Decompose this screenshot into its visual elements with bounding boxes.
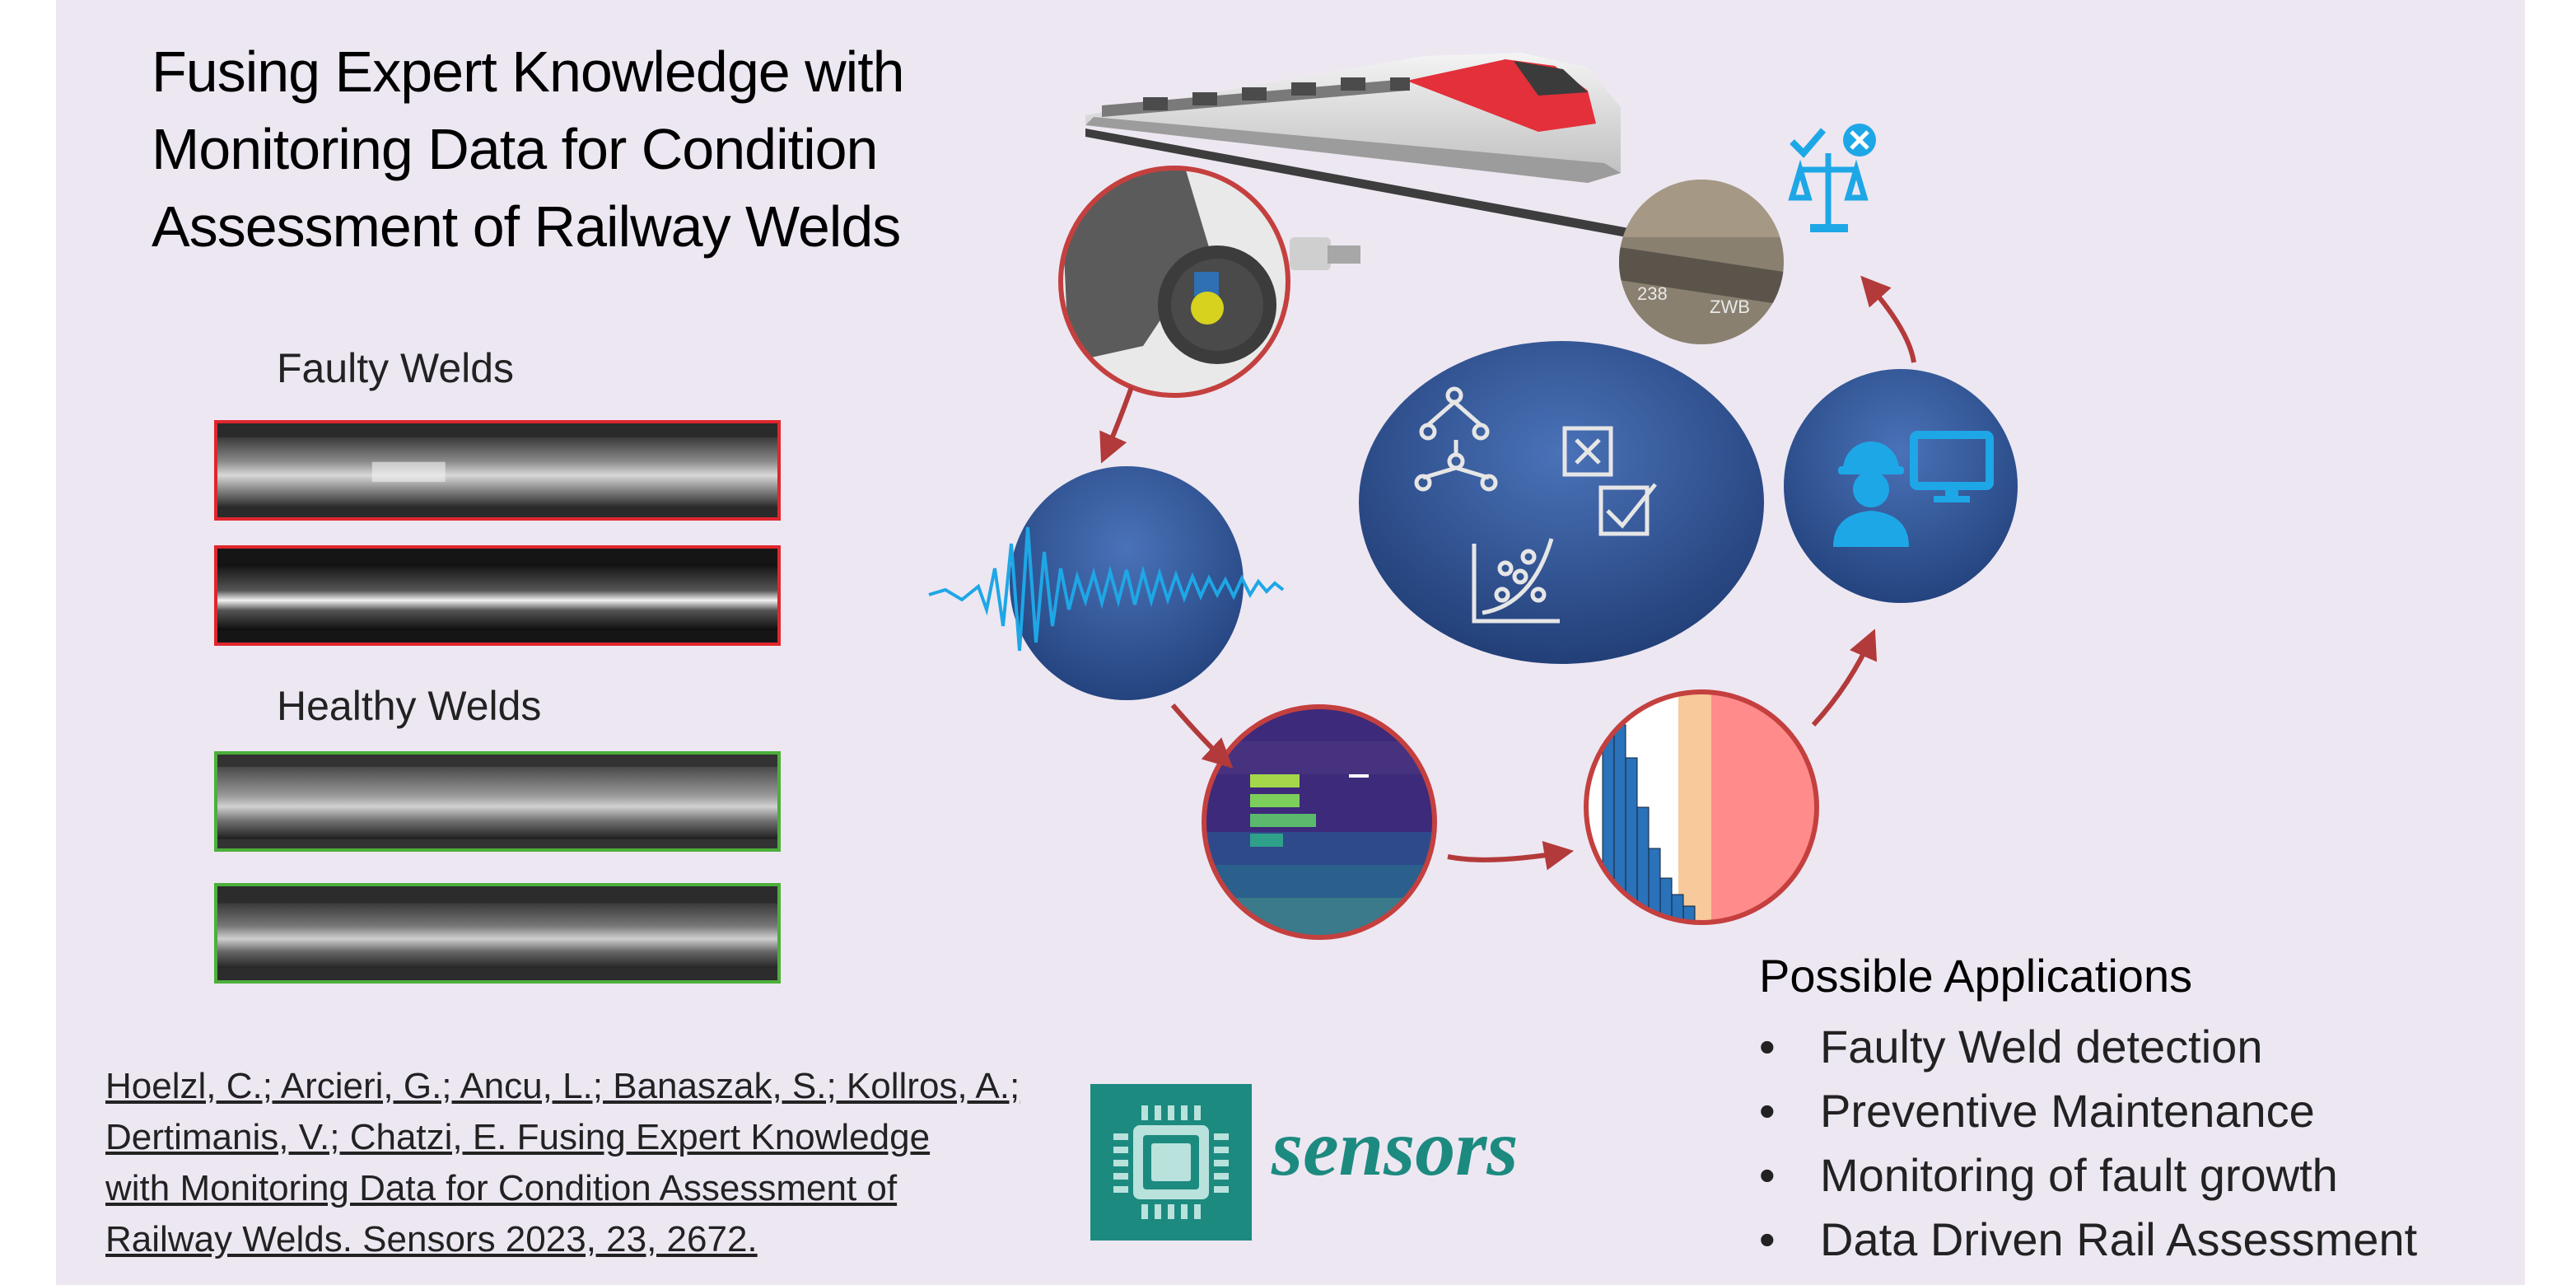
list-item: • Data Driven Rail Assessment [1759, 1208, 2417, 1272]
list-item: • Monitoring of fault growth [1759, 1143, 2417, 1208]
citation-line-4: Railway Welds. Sensors 2023, 23, 2672. [105, 1219, 758, 1259]
balance-scale-icon [1788, 124, 1876, 232]
healthy-welds-label: Healthy Welds [277, 683, 542, 729]
healthy-weld-image-2 [214, 883, 781, 984]
title-line-1: Fusing Expert Knowledge with [152, 40, 905, 104]
citation-line-3: with Monitoring Data for Condition Asses… [105, 1168, 898, 1208]
slide: Fusing Expert Knowledge with Monitoring … [56, 0, 2525, 1285]
scatter-plot-icon [1472, 538, 1560, 624]
bullet-icon: • [1759, 1085, 1776, 1137]
weld-photo-image: 238 ZWB [1619, 180, 1784, 344]
applications-list: • Faulty Weld detection • Preventive Maint… [1759, 1015, 2417, 1272]
spectrogram-image [1202, 704, 1437, 940]
application-text: Monitoring of fault growth [1820, 1149, 2338, 1201]
analysis-methods-ellipse [1359, 341, 1764, 664]
faulty-weld-image-2 [214, 545, 781, 646]
sensors-chip-icon [1090, 1084, 1252, 1241]
list-item: • Faulty Weld detection [1759, 1015, 2417, 1079]
process-arrows [1099, 275, 1916, 871]
histogram-image [1584, 689, 1819, 925]
faulty-weld-image-1 [214, 420, 781, 521]
citation-line-2: Dertimanis, V.; Chatzi, E. Fusing Expert… [105, 1117, 931, 1157]
bullet-icon: • [1759, 1213, 1776, 1265]
signal-waveform-icon [928, 466, 1285, 700]
title-line-3: Assessment of Railway Welds [152, 194, 901, 259]
faulty-welds-label: Faulty Welds [277, 345, 515, 391]
title-line-2: Monitoring Data for Condition [152, 117, 878, 181]
engineer-computer-icon [1784, 369, 2018, 603]
application-text: Preventive Maintenance [1820, 1085, 2315, 1137]
train-image [1085, 53, 1777, 265]
page-title: Fusing Expert Knowledge with Monitoring … [152, 33, 1057, 265]
list-item: • Preventive Maintenance [1759, 1079, 2417, 1143]
sensor-bolt-icon [1290, 237, 1360, 270]
applications-title: Possible Applications [1759, 950, 2193, 1002]
journal-name: sensors [1272, 1104, 1519, 1193]
citation-link[interactable]: Hoelzl, C.; Arcieri, G.; Ancu, L.; Banas… [105, 1061, 1094, 1265]
svg-text:ZWB: ZWB [1710, 297, 1750, 317]
bullet-icon: • [1759, 1021, 1776, 1072]
bullet-icon: • [1759, 1149, 1776, 1201]
process-diagram: 238 ZWB [928, 53, 2018, 940]
checkbox-icon [1562, 426, 1657, 536]
healthy-weld-image-1 [214, 751, 781, 852]
citation-line-1: Hoelzl, C.; Arcieri, G.; Ancu, L.; Banas… [105, 1066, 1020, 1106]
application-text: Data Driven Rail Assessment [1820, 1213, 2418, 1265]
decision-tree-icon [1414, 386, 1498, 492]
sensor-wheel-icon [1058, 166, 1360, 398]
svg-text:238: 238 [1637, 283, 1668, 304]
application-text: Faulty Weld detection [1820, 1021, 2263, 1072]
